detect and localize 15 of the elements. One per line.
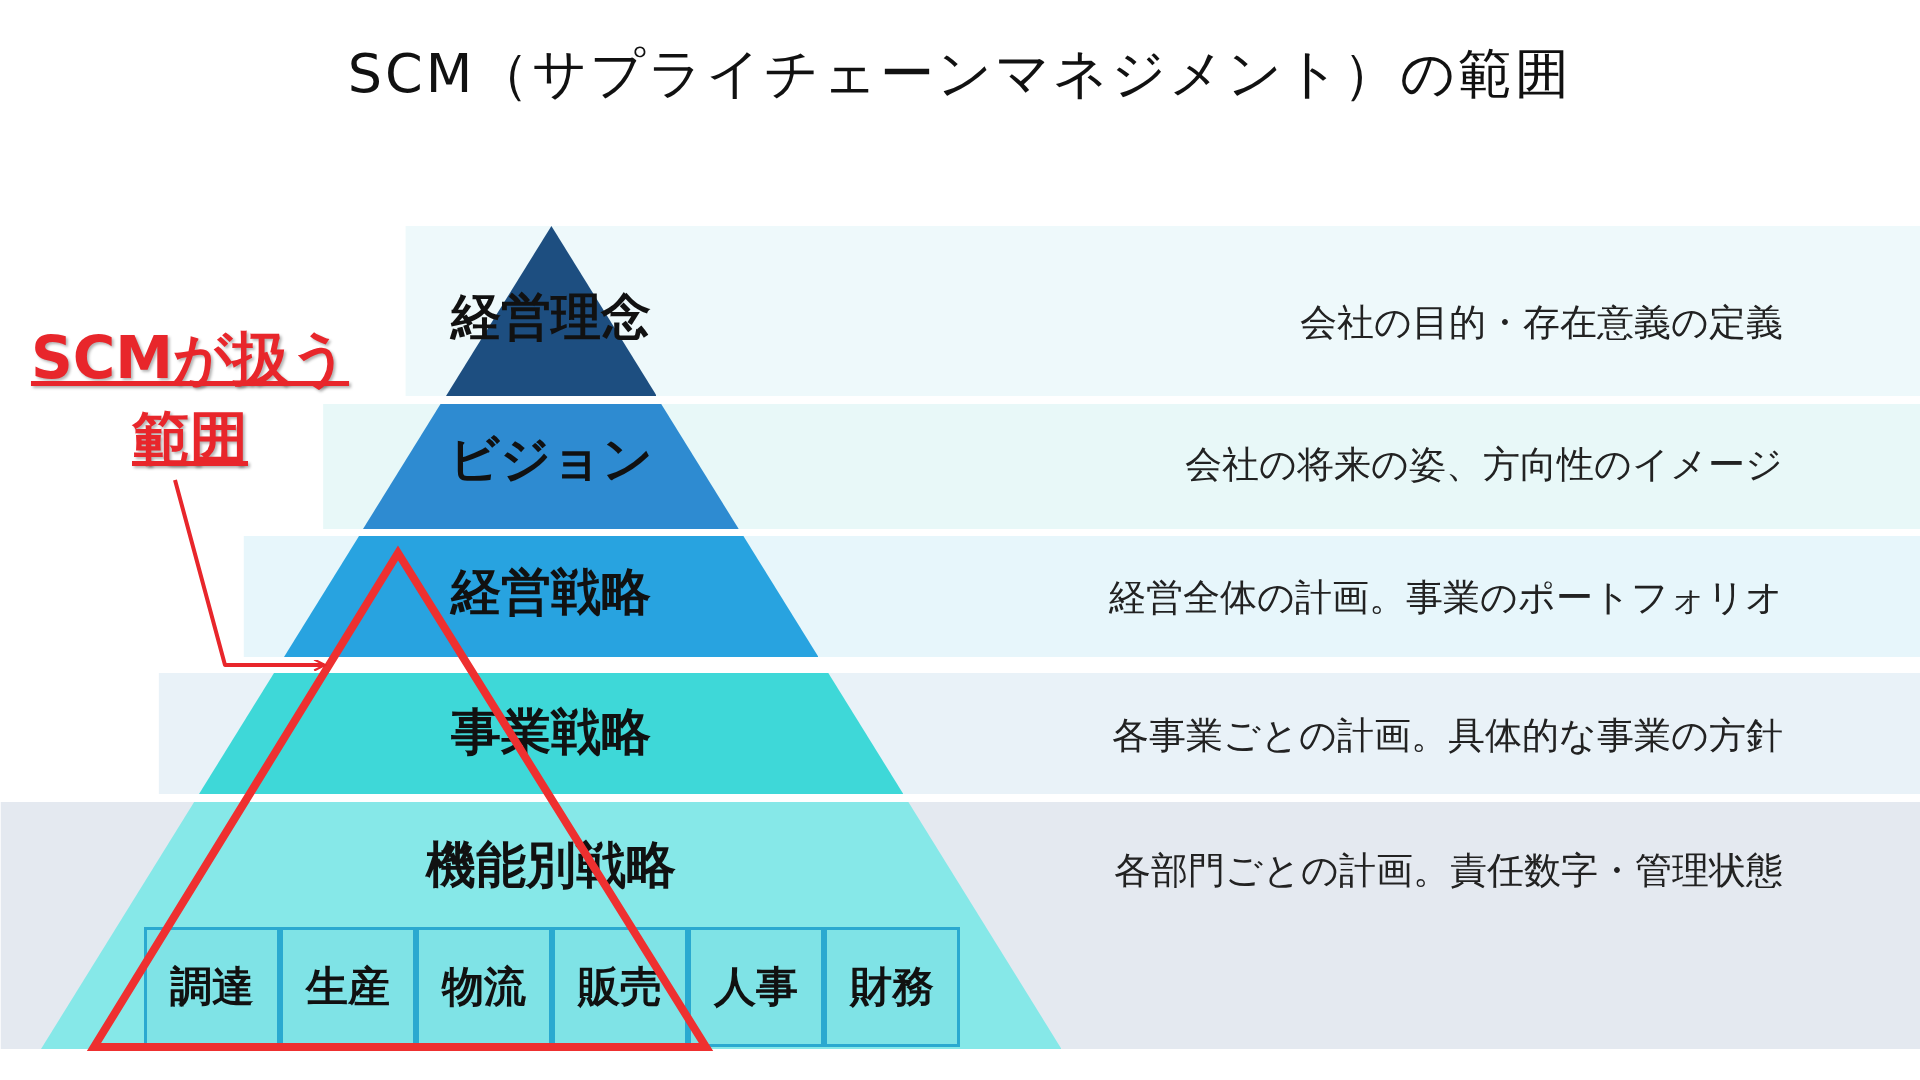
tier-label: ビジョン bbox=[449, 432, 653, 487]
tier-description: 経営全体の計画。事業のポートフォリオ bbox=[1109, 575, 1783, 621]
tier-label: 経営戦略 bbox=[451, 565, 651, 620]
arrow bbox=[173, 479, 327, 672]
function-box: 財務 bbox=[824, 927, 960, 1047]
tier-description: 会社の将来の姿、方向性のイメージ bbox=[1185, 442, 1783, 488]
tier-description: 会社の目的・存在意義の定義 bbox=[1300, 300, 1783, 346]
title: SCM（サプライチェーンマネジメント）の範囲 bbox=[346, 41, 1574, 107]
pyramid-tier bbox=[363, 404, 739, 529]
function-box: 人事 bbox=[688, 927, 824, 1047]
callout-text: SCMが扱う範囲 bbox=[25, 318, 355, 478]
pyramid-tier bbox=[283, 536, 819, 657]
pyramid-tier bbox=[198, 673, 904, 794]
tier-description: 各事業ごとの計画。具体的な事業の方針 bbox=[1112, 713, 1783, 759]
tier-description: 各部門ごとの計画。責任数字・管理状態 bbox=[1114, 848, 1783, 894]
